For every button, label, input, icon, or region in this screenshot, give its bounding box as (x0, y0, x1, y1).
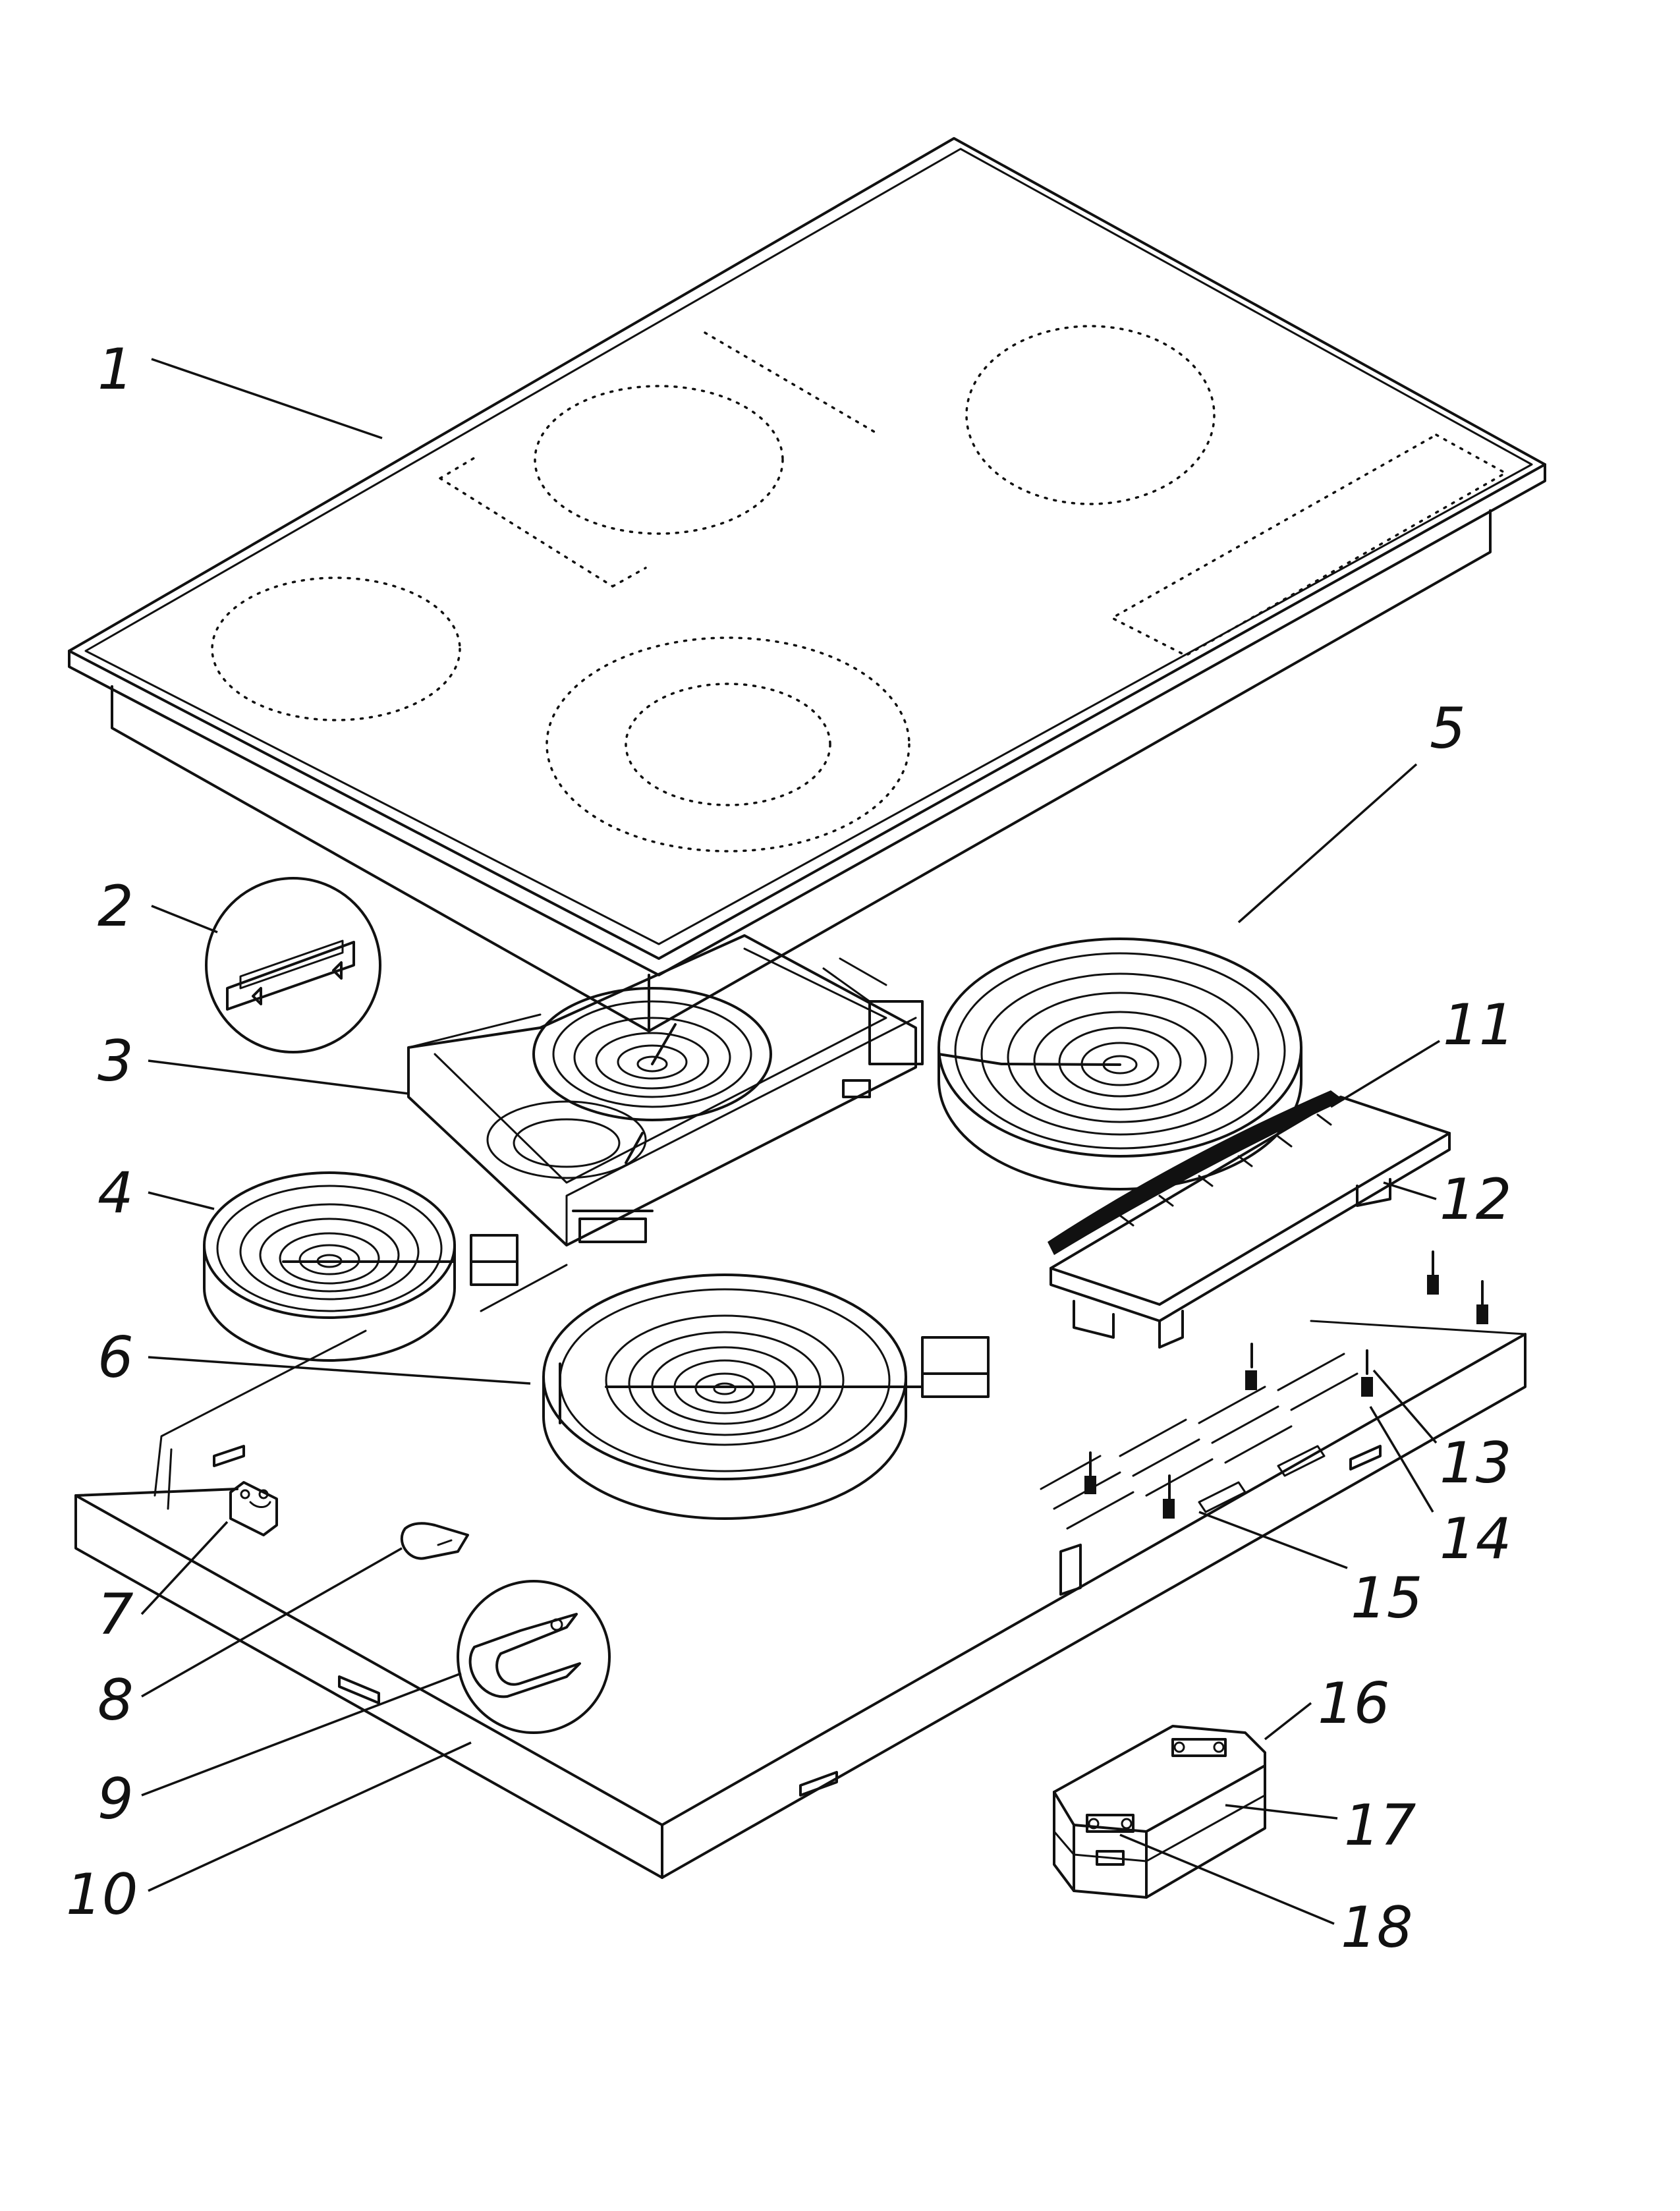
callout-8: 8 (98, 1667, 134, 1733)
medium-heater-part (542, 1273, 990, 1520)
callout-3: 3 (98, 1028, 134, 1094)
bottom-tray-part (74, 1250, 1526, 1879)
dual-heater-part (407, 934, 924, 1246)
callout-17: 17 (1344, 1793, 1416, 1859)
spring-clip-detail-part (457, 1580, 611, 1734)
callout-18: 18 (1341, 1895, 1413, 1961)
large-heater-part (938, 938, 1302, 1190)
callout-16: 16 (1318, 1671, 1389, 1737)
terminal-clamp-part (229, 1481, 278, 1536)
callout-15: 15 (1351, 1565, 1422, 1631)
callout-11: 11 (1443, 992, 1515, 1058)
control-board-part (1050, 1096, 1451, 1349)
callout-labels: 1 2 3 4 5 6 7 8 9 10 11 12 13 14 15 16 1… (66, 337, 1515, 1961)
callout-10: 10 (66, 1862, 138, 1928)
glass-cooktop-part (68, 137, 1546, 1032)
clip-detail-part (205, 877, 381, 1053)
wire-harness-part (1048, 1090, 1344, 1255)
callout-7: 7 (98, 1582, 134, 1648)
callout-9: 9 (98, 1766, 134, 1832)
cable-clip-part (400, 1522, 469, 1560)
callout-12: 12 (1440, 1167, 1511, 1233)
callout-1: 1 (98, 337, 134, 403)
callout-5: 5 (1430, 696, 1466, 762)
leader-lines (140, 358, 1440, 1925)
connection-box-part (1053, 1725, 1266, 1899)
small-heater-part (203, 1171, 568, 1362)
callout-6: 6 (98, 1325, 134, 1391)
callout-2: 2 (98, 874, 134, 939)
callout-13: 13 (1440, 1430, 1511, 1496)
callout-14: 14 (1440, 1506, 1511, 1572)
callout-4: 4 (98, 1160, 134, 1226)
